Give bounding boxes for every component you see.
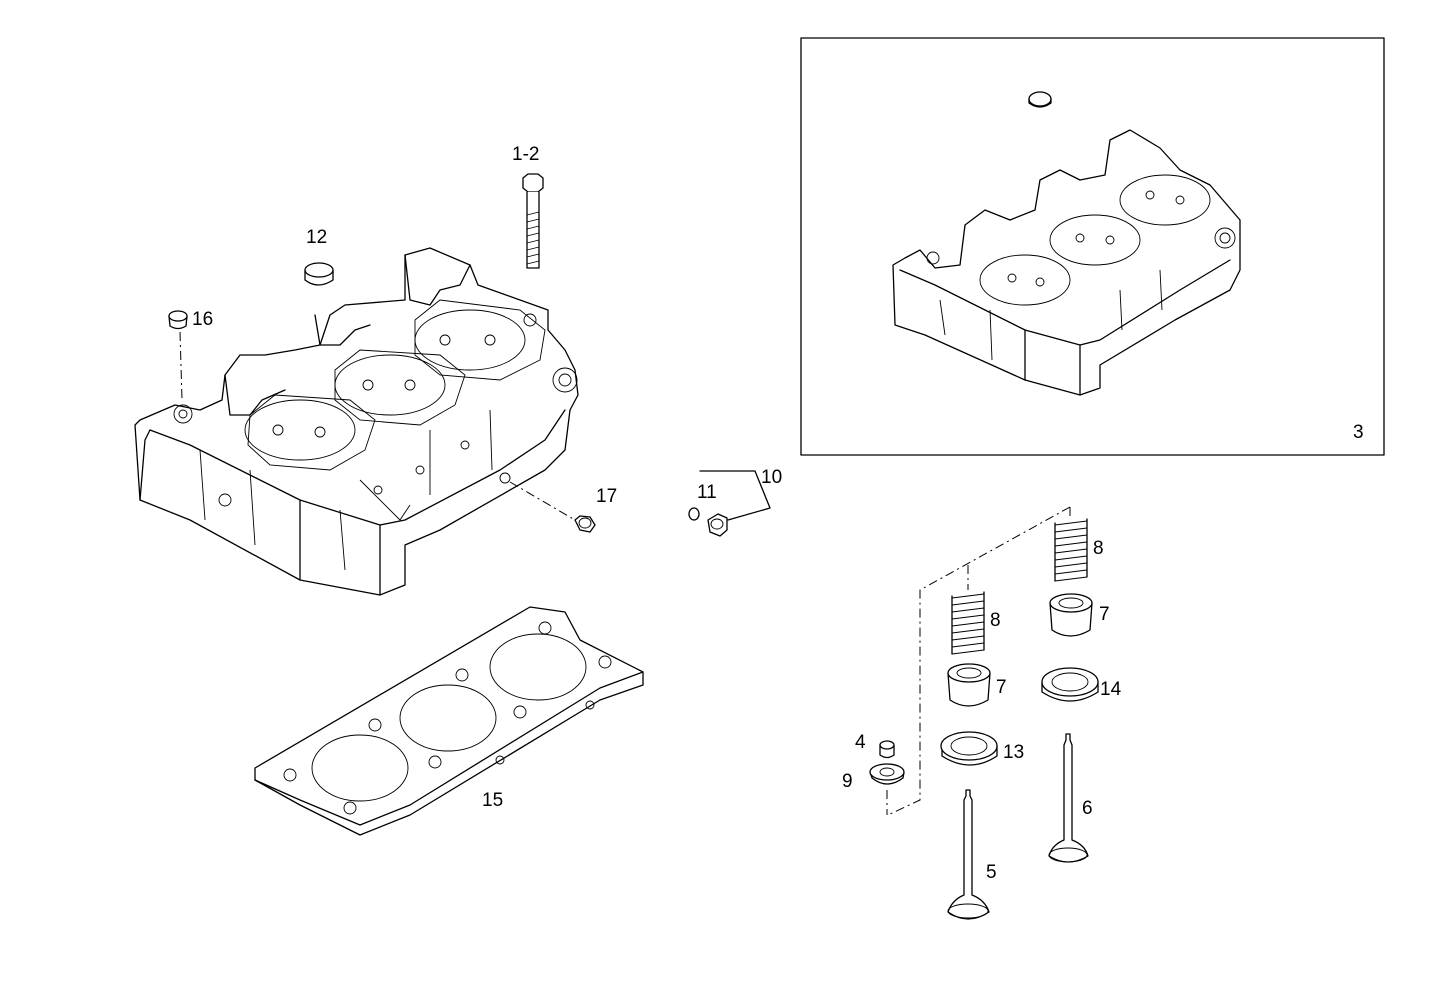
valve-train	[869, 506, 1099, 920]
valve-spring-right	[1054, 518, 1088, 582]
valve-spring-left	[951, 591, 985, 655]
callout-8-right: 8	[1093, 538, 1104, 559]
plug-12	[304, 262, 334, 286]
inset-plug	[1028, 91, 1052, 108]
callout-1-2: 1-2	[512, 144, 539, 165]
callout-4: 4	[855, 732, 866, 753]
cylinder-head-main	[134, 247, 579, 596]
callout-5: 5	[986, 862, 997, 883]
callout-17: 17	[596, 486, 617, 507]
callout-16: 16	[192, 309, 213, 330]
cylinder-head-inset	[892, 129, 1241, 396]
valve-6	[1048, 733, 1089, 863]
head-gasket	[254, 606, 644, 836]
callout-9: 9	[842, 771, 853, 792]
callout-10: 10	[761, 467, 782, 488]
callout-12: 12	[306, 227, 327, 248]
plug-10-11	[688, 470, 771, 537]
callout-14: 14	[1100, 679, 1122, 700]
plug-17	[509, 481, 596, 533]
valve-5	[947, 789, 990, 920]
callout-7-right: 7	[1099, 604, 1110, 625]
valve-seat-ring-14	[1041, 667, 1099, 702]
valve-cup-right	[1049, 593, 1093, 637]
callout-6: 6	[1082, 798, 1093, 819]
valve-retainer-9	[869, 763, 905, 815]
callout-15: 15	[482, 790, 503, 811]
callout-8-left: 8	[990, 610, 1001, 631]
head-bolt	[522, 173, 544, 269]
inset-frame	[800, 37, 1385, 456]
callout-3: 3	[1353, 422, 1364, 443]
seal-16	[168, 310, 188, 401]
callout-7-left: 7	[996, 677, 1007, 698]
callout-11: 11	[697, 482, 717, 503]
callout-13: 13	[1003, 742, 1024, 763]
valve-part-4	[879, 740, 895, 759]
valve-seat-ring-13	[940, 731, 998, 766]
valve-cup-left	[947, 663, 991, 707]
